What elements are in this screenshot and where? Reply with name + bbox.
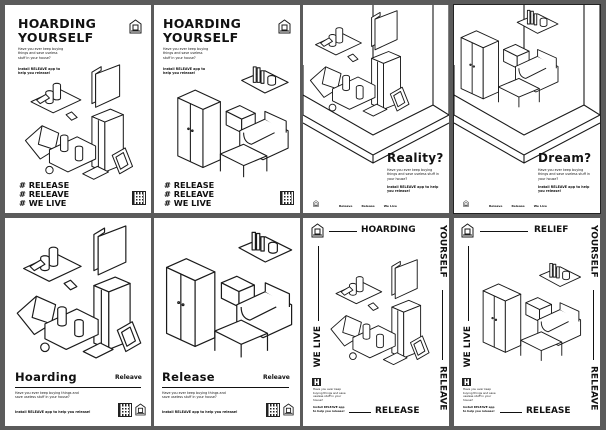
hashtag-releave: # RELEAVE [164, 189, 215, 199]
frame-line [442, 290, 443, 360]
nav-we-live: We Live [383, 204, 397, 208]
qr-code[interactable] [118, 403, 132, 417]
hoarding-furniture-illustration [24, 64, 134, 180]
releave-logo-icon [283, 403, 294, 416]
poster-title: Dream? [538, 151, 592, 165]
tidy-furniture-illustration [482, 262, 582, 362]
frame-bottom-text: RELEASE [526, 406, 571, 416]
tidy-room-illustration [454, 5, 600, 164]
frame-line [480, 231, 528, 232]
poster-question: Have you ever keep buying things and sav… [463, 387, 496, 402]
frame-line [329, 231, 357, 232]
poster-question: Have you ever keep buying things and sav… [18, 47, 64, 60]
poster-question: Have you ever keep buying things and sav… [313, 387, 346, 402]
poster-relief-yourself-frame: RELIEF YOURSELF RELEAVE RELEASE WE LIVE … [454, 218, 600, 426]
poster-hoarding-yourself-tidy: HOARDING YOURSELF Have you ever keep buy… [154, 5, 300, 213]
poster-question: Have you ever keep buying things and sav… [162, 391, 226, 400]
poster-title-line1: HOARDING [163, 16, 242, 31]
poster-install-text: Install RELEAVE app to help you release! [538, 185, 590, 194]
nav-releave: Releave [489, 204, 503, 208]
poster-hoarding: Hoarding Releave Have you ever keep buyi… [5, 218, 151, 426]
releave-logo-icon [135, 403, 146, 416]
poster-install-text: Install RELEAVE app to help you release! [313, 405, 345, 413]
releave-logo-icon [461, 223, 474, 238]
poster-title-line2: YOURSELF [163, 30, 239, 45]
frame-right-bottom-text: RELEAVE [588, 366, 599, 411]
frame-top-text: RELIEF [534, 225, 569, 235]
tidy-furniture-illustration [177, 66, 289, 178]
poster-title-line2: YOURSELF [18, 30, 94, 45]
poster-install-text: Install RELEAVE app to help you release! [18, 67, 61, 76]
poster-release: Release Releave Have you ever keep buyin… [154, 218, 300, 426]
hoarding-furniture-illustration [16, 225, 142, 359]
poster-dream: Dream? Have you ever keep buying things … [453, 4, 601, 214]
frame-left-text: WE LIVE [463, 326, 473, 368]
frame-line [468, 246, 469, 321]
poster-nav: Releave Release We Live [489, 204, 547, 208]
hoarding-furniture-illustration [330, 259, 430, 366]
nav-release: Release [511, 204, 525, 208]
frame-bottom-text: RELEASE [375, 406, 420, 416]
frame-line [500, 412, 522, 413]
hashtag-we-live: # WE LIVE [19, 198, 67, 208]
hashtag-release: # RELEASE [19, 180, 70, 190]
brand-name: Releave [115, 374, 142, 381]
frame-line [318, 246, 319, 321]
poster-title: Reality? [387, 151, 444, 165]
divider [162, 387, 289, 388]
poster-install-text: Install RELEAVE app to help you release! [162, 410, 238, 414]
qr-code[interactable] [312, 378, 321, 386]
poster-title: Hoarding [15, 370, 77, 384]
frame-line [593, 290, 594, 360]
poster-title: Release [162, 370, 215, 384]
hashtag-we-live: # WE LIVE [164, 198, 212, 208]
poster-install-text: Install RELEAVE app to help you release! [387, 185, 439, 194]
qr-code[interactable] [280, 191, 294, 205]
poster-question: Have you ever keep buying things and sav… [538, 168, 590, 181]
nav-release: Release [361, 204, 375, 208]
hashtag-release: # RELEASE [164, 180, 215, 190]
poster-question: Have you ever keep buying things and sav… [163, 47, 209, 60]
releave-logo-icon [278, 19, 291, 34]
frame-right-bottom-text: RELEAVE [437, 366, 448, 411]
poster-install-text: Install RELEAVE app to help you release! [463, 405, 495, 413]
releave-logo-icon [463, 200, 469, 207]
frame-top-text: HOARDING [361, 225, 416, 235]
releave-logo-icon [311, 223, 324, 238]
frame-right-text: YOURSELF [588, 225, 599, 278]
divider [15, 387, 141, 388]
poster-hoarding-yourself-frame: HOARDING YOURSELF RELEAVE RELEASE WE LIV… [303, 218, 449, 426]
poster-install-text: Install RELEAVE app to help you release! [163, 67, 206, 76]
nav-we-live: We Live [533, 204, 547, 208]
qr-code[interactable] [132, 191, 146, 205]
messy-room-illustration [303, 5, 449, 164]
brand-name: Releave [263, 374, 290, 381]
qr-code[interactable] [266, 403, 280, 417]
qr-code[interactable] [462, 378, 471, 386]
poster-hoarding-yourself-messy: HOARDING YOURSELF Have you ever keep buy… [5, 5, 151, 213]
releave-logo-icon [129, 19, 142, 34]
poster-reality: Reality? Have you ever keep buying thing… [303, 5, 449, 213]
frame-left-text: WE LIVE [313, 326, 323, 368]
poster-nav: Releave Release We Live [339, 204, 397, 208]
poster-title-line1: HOARDING [18, 16, 97, 31]
nav-releave: Releave [339, 204, 353, 208]
frame-line [349, 412, 371, 413]
releave-logo-icon [313, 200, 319, 207]
tidy-furniture-illustration [165, 231, 293, 359]
poster-install-text: Install RELEAVE app to help you release! [15, 410, 91, 414]
frame-right-text: YOURSELF [437, 225, 448, 278]
hashtag-releave: # RELEAVE [19, 189, 70, 199]
poster-question: Have you ever keep buying things and sav… [387, 168, 439, 181]
poster-question: Have you ever keep buying things and sav… [15, 391, 79, 400]
